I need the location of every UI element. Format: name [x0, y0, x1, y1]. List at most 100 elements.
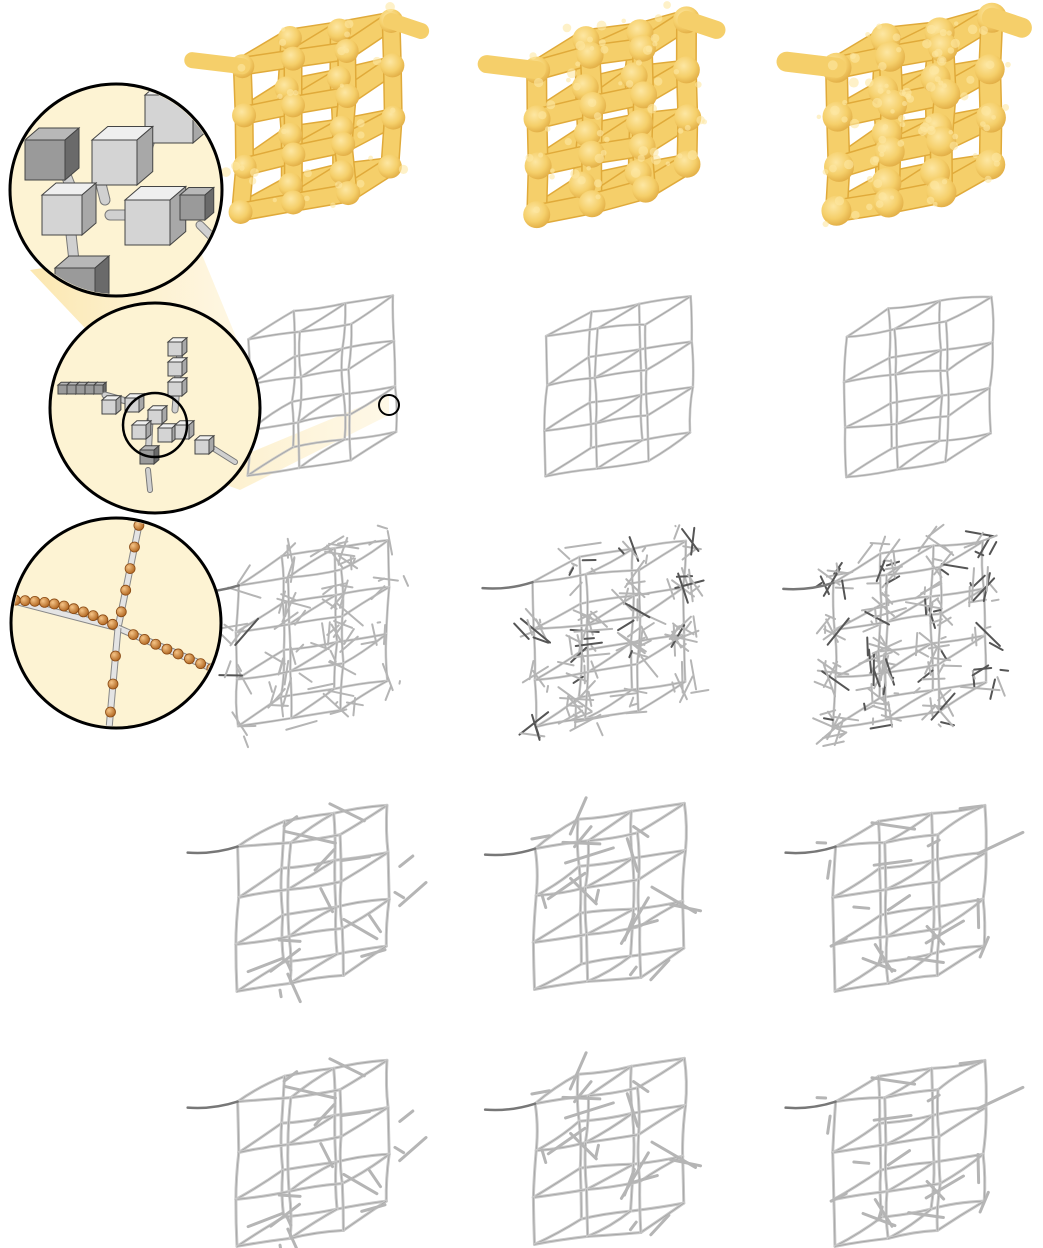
voxel-front [67, 385, 76, 394]
surface-bump [927, 25, 936, 34]
surface-bump [546, 100, 555, 109]
cell-r2-c2 [544, 296, 693, 476]
surface-bump [277, 94, 283, 100]
skeleton-branch [842, 580, 845, 598]
graph-node [116, 607, 126, 617]
skeleton-branch [854, 1162, 869, 1163]
skeleton-branch [823, 741, 844, 746]
surface-bump [866, 204, 873, 211]
skeleton-branch [328, 622, 330, 644]
surface-bump [529, 52, 536, 59]
surface-bump [566, 78, 571, 83]
surface-bump [594, 112, 602, 120]
skeleton-branch [944, 546, 954, 555]
surface-bump [578, 176, 586, 184]
skeleton-branch [574, 629, 612, 632]
surface-junction [378, 155, 402, 179]
skeleton-branch [400, 856, 413, 866]
surface-bump [882, 124, 888, 130]
graph-node [59, 601, 69, 611]
surface-bump [344, 31, 350, 37]
skeleton-branch [917, 650, 928, 656]
skeleton-branch [558, 549, 569, 559]
skeleton-branch [300, 673, 312, 681]
surface-bump [356, 119, 364, 127]
surface-bump [981, 106, 991, 116]
voxel-front [25, 140, 65, 180]
surface-bump [586, 166, 591, 171]
graph-node [49, 599, 59, 609]
surface-bump [896, 47, 901, 52]
skeleton-branch [867, 637, 868, 655]
skeleton-branch [244, 736, 248, 747]
skeleton-branch [646, 555, 647, 563]
graph-node [88, 611, 98, 621]
surface-bump [567, 68, 577, 78]
skeleton-branch [395, 1147, 404, 1152]
surface-bump [865, 78, 874, 87]
surface-bump [947, 30, 952, 35]
surface-bump [238, 64, 246, 72]
graph-node [108, 619, 118, 629]
skeleton-branch [378, 526, 387, 529]
surface-bump [823, 169, 829, 175]
surface-junction [523, 201, 550, 228]
surface-bump [695, 81, 701, 87]
surface-bump [950, 142, 959, 151]
surface-bump [335, 181, 342, 188]
surface-bump [281, 129, 287, 135]
surface-bump [842, 100, 847, 105]
surface-bump [595, 154, 605, 164]
surface-bump [897, 140, 904, 147]
surface-bump [986, 60, 995, 69]
surface-bump [960, 92, 968, 100]
skeleton-branch [630, 967, 636, 975]
skeleton-branch [871, 543, 890, 544]
surface-bump [991, 115, 996, 120]
surface-bump [884, 84, 888, 88]
surface-bump [663, 1, 671, 9]
cell-r5-c3 [786, 1060, 1023, 1246]
skeleton-branch [279, 1195, 300, 1196]
skeleton-branch [287, 545, 288, 557]
skeleton-branch [1000, 670, 1008, 671]
surface-bump [304, 169, 312, 177]
surface-junction [331, 132, 355, 156]
cell-r4-c2 [485, 798, 700, 990]
inset-graph-nodes [10, 518, 221, 740]
skeleton-branch [888, 1151, 909, 1165]
skeleton-branch [642, 623, 653, 630]
surface-bump [538, 111, 546, 119]
skeleton-branch [978, 899, 979, 927]
skeleton-branch [942, 570, 949, 575]
skeleton-branch [540, 620, 541, 623]
surface-junction [335, 84, 359, 108]
inset-voxel-skeleton [50, 303, 260, 513]
surface-bump [590, 46, 595, 51]
skeleton-branch [978, 1087, 1023, 1108]
skeleton-branch [691, 690, 708, 693]
cell-r4-c1 [188, 804, 426, 1002]
voxel-front [58, 385, 67, 394]
surface-bump [898, 115, 905, 122]
skeleton-branch [874, 608, 906, 617]
surface-bump [850, 119, 860, 129]
surface-arm [391, 21, 421, 31]
skeleton-branch [344, 1174, 377, 1193]
skeleton-tail [485, 849, 535, 855]
surface-arm [487, 64, 537, 70]
skeleton-branch [286, 721, 316, 730]
voxel-front [180, 195, 205, 220]
skeleton-branch [386, 687, 391, 700]
surface-bump [650, 148, 659, 157]
surface-bump [688, 150, 698, 160]
surface-bump [575, 61, 580, 66]
surface-bump [550, 168, 555, 173]
surface-bump [902, 101, 907, 106]
surface-bump [865, 32, 870, 37]
surface-bump [890, 109, 894, 113]
skeleton-branch [978, 1154, 979, 1182]
surface-bump [599, 39, 606, 46]
skeleton-branch [520, 733, 544, 736]
skeleton-branch [228, 588, 260, 598]
